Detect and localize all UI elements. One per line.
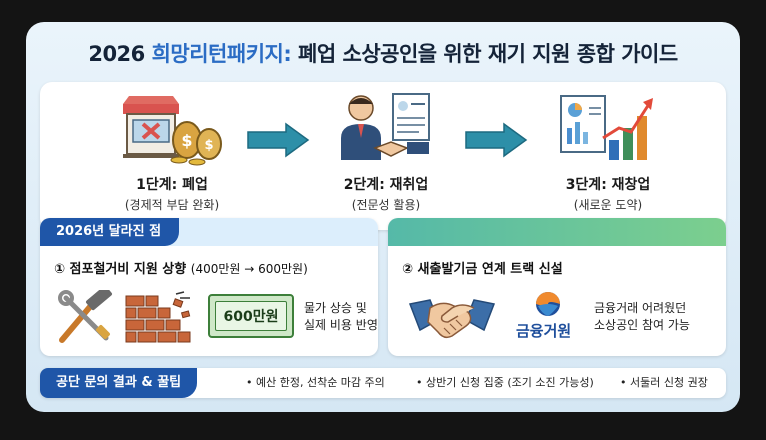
change-1-desc: 물가 상승 및 실제 비용 반영 bbox=[304, 300, 378, 334]
change-2-desc-line: 소상공인 참여 가능 bbox=[594, 318, 690, 332]
change-1-desc-line: 실제 비용 반영 bbox=[304, 318, 378, 332]
change-1-desc-line: 물가 상승 및 bbox=[304, 301, 367, 315]
title-year: 2026 bbox=[88, 42, 145, 66]
change-2-title: ② 새출발기금 연계 트랙 신설 bbox=[402, 262, 563, 277]
step-3-sub: (새로운 도약) bbox=[573, 198, 643, 212]
step-2-sub: (전문성 활용) bbox=[351, 198, 421, 212]
tip-item: • 서둘러 신청 권장 bbox=[620, 376, 708, 389]
growth-chart-icon bbox=[553, 88, 663, 172]
changes-panel-left: 2026년 달라진 점 ① 점포철거비 지원 상향 (400만원 → 600만원… bbox=[40, 218, 378, 356]
changes-tab: 2026년 달라진 점 bbox=[40, 218, 180, 246]
svg-text:$: $ bbox=[181, 131, 192, 150]
handshake-icon bbox=[408, 290, 496, 350]
tools-icon bbox=[54, 285, 116, 350]
finance-logo-icon bbox=[534, 290, 562, 322]
step-1-label: 1단계: 폐업 bbox=[136, 177, 208, 193]
change-2-desc: 금융거래 어려웠던 소상공인 참여 가능 bbox=[594, 300, 690, 334]
tip-item: • 상반기 신청 집중 (조기 소진 가능성) bbox=[416, 376, 594, 389]
tip-item: • 예산 한정, 선착순 마감 주의 bbox=[246, 376, 385, 389]
step-1-sub: (경제적 부담 완화) bbox=[124, 198, 220, 212]
title-brand: 희망리턴패키지: bbox=[151, 42, 292, 66]
change-2-desc-line: 금융거래 어려웠던 bbox=[594, 301, 687, 315]
finance-logo-text: 금융거원 bbox=[516, 322, 572, 340]
step-2-label: 2단계: 재취업 bbox=[343, 177, 429, 193]
guide-card: 2026 희망리턴패키지: 폐업 소상공인을 위한 재기 지원 종합 가이드 $… bbox=[26, 22, 740, 412]
tips-bar: 공단 문의 결과 & 꿀팁 • 예산 한정, 선착순 마감 주의 • 상반기 신… bbox=[40, 368, 726, 398]
title-rest: 폐업 소상공인을 위한 재기 지원 종합 가이드 bbox=[298, 42, 678, 66]
changes-panel-right: ② 새출발기금 연계 트랙 신설 금융거원 금융거래 어려웠던 소상공인 참여 … bbox=[388, 218, 726, 356]
arrow-right-icon bbox=[246, 122, 310, 162]
page-title: 2026 희망리턴패키지: 폐업 소상공인을 위한 재기 지원 종합 가이드 bbox=[26, 38, 740, 68]
change-1-title: ① 점포철거비 지원 상향 (400만원 → 600만원) bbox=[54, 258, 308, 277]
money-amount: 600만원 bbox=[215, 301, 287, 331]
change-1-title-normal: (400만원 → 600만원) bbox=[190, 262, 308, 276]
money-bill-icon: 600만원 bbox=[208, 294, 294, 338]
steps-panel: $ $ 1단계: 폐업 (경제적 부담 완화) bbox=[40, 82, 726, 230]
handshake-resume-icon bbox=[331, 88, 441, 172]
tips-tab: 공단 문의 결과 & 꿀팁 bbox=[40, 368, 198, 398]
broken-wall-icon bbox=[124, 290, 194, 350]
arrow-right-icon bbox=[464, 122, 528, 162]
step-3-label: 3단계: 재창업 bbox=[565, 177, 651, 193]
svg-text:$: $ bbox=[204, 138, 213, 153]
change-1-title-bold: ① 점포철거비 지원 상향 bbox=[54, 262, 187, 277]
panel-header bbox=[388, 218, 726, 246]
closed-store-money-icon: $ $ bbox=[117, 88, 227, 172]
